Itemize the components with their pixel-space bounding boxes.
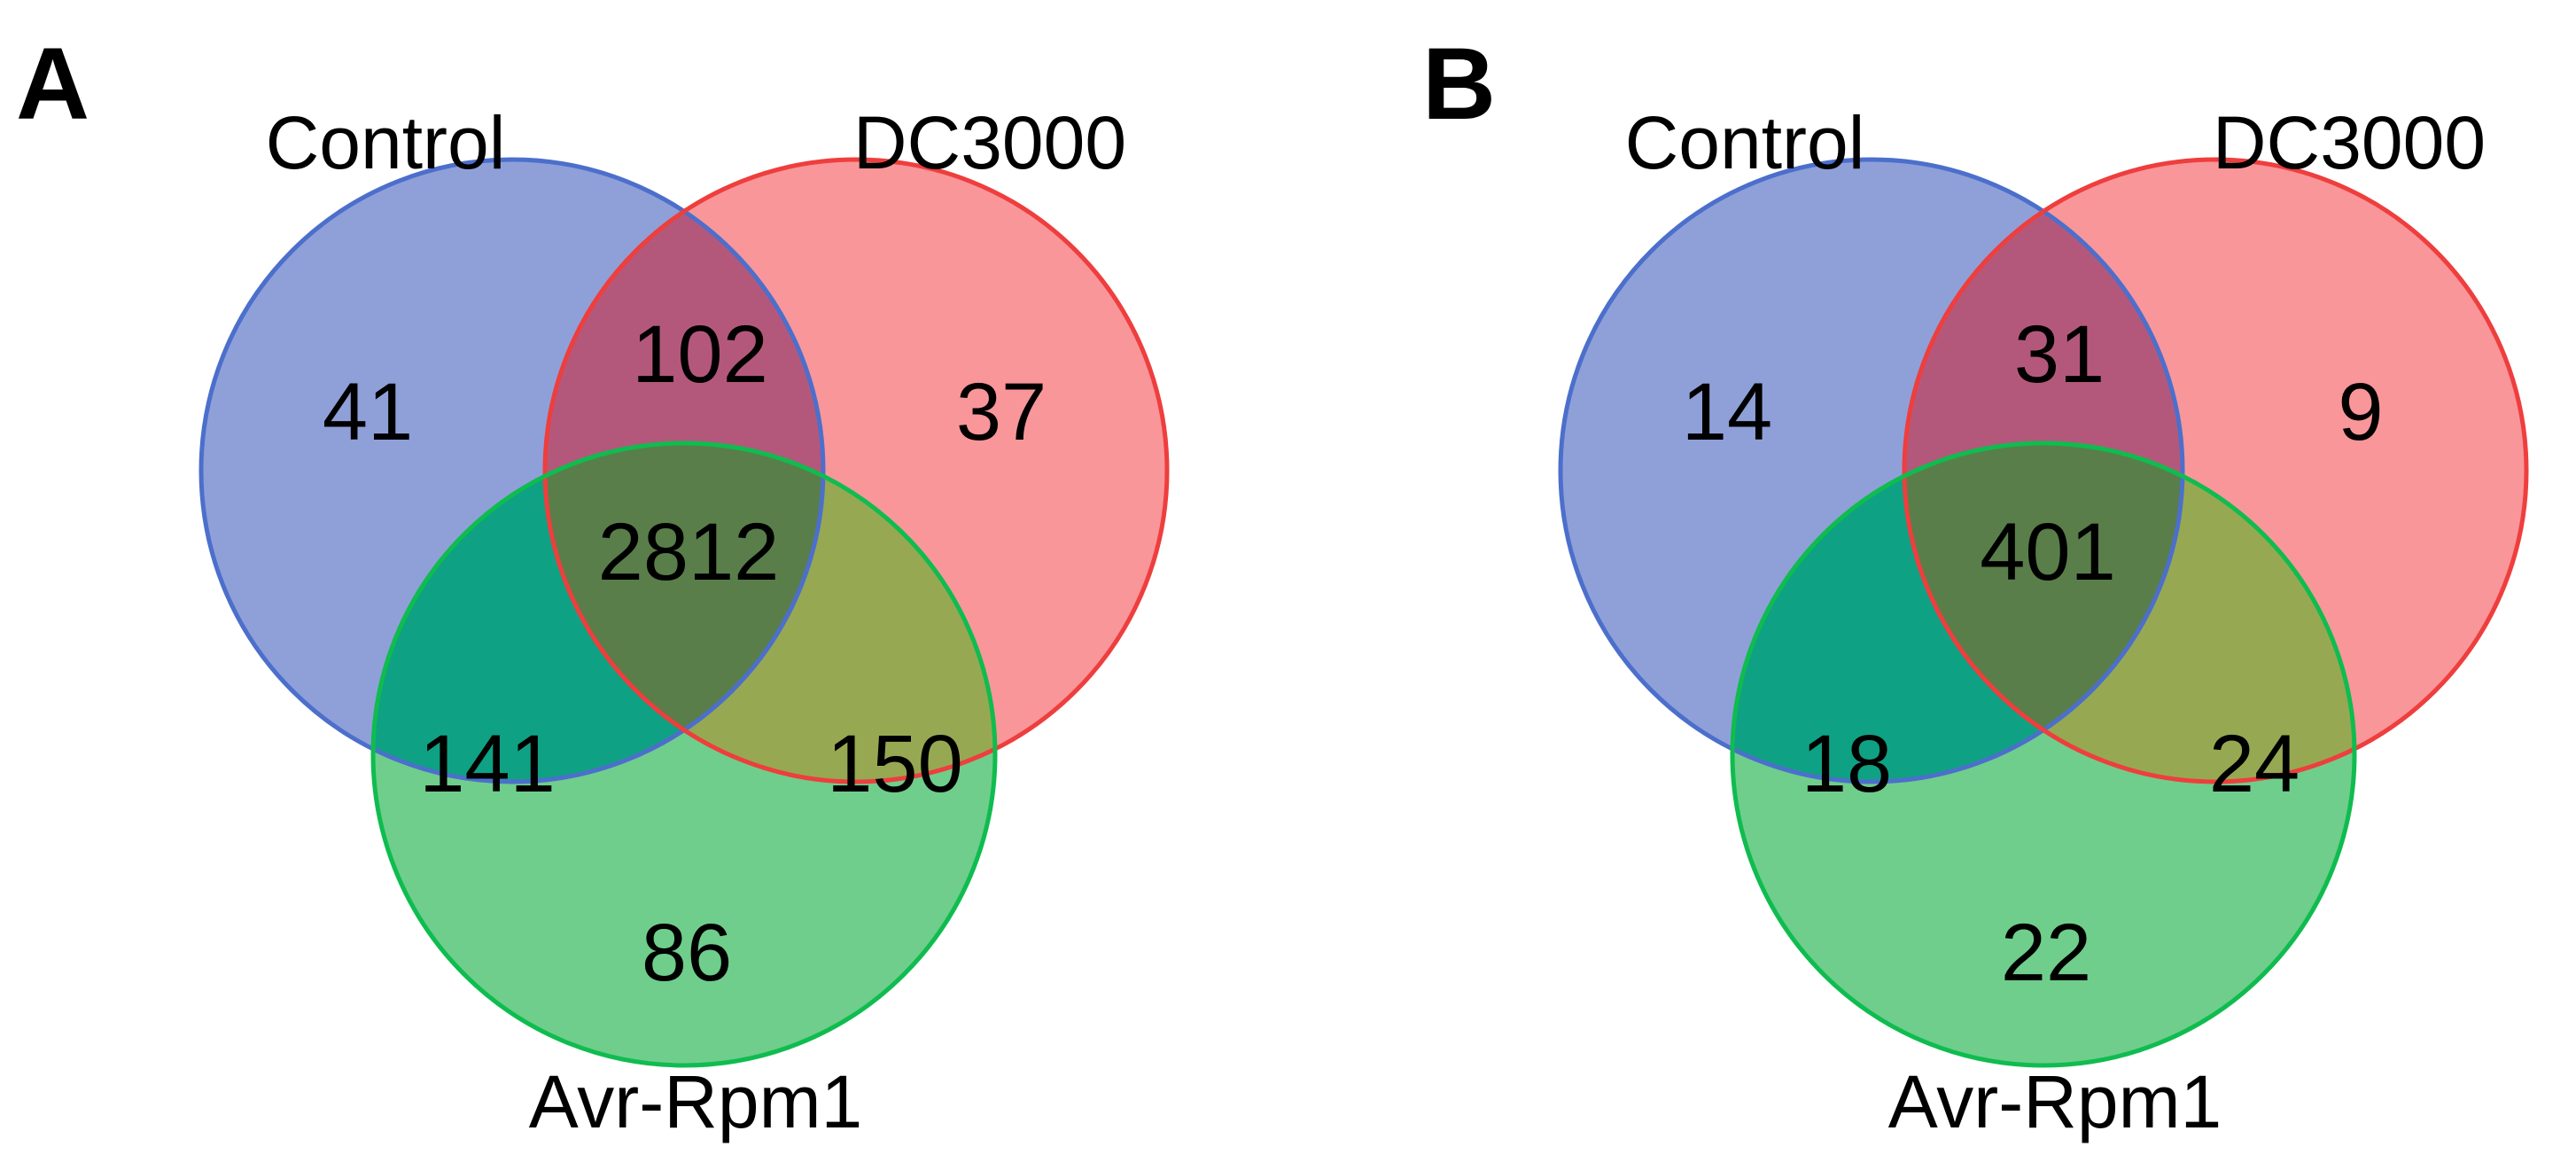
count-dc3000-only: 37 (956, 367, 1047, 457)
panel-b: B (1422, 27, 2529, 1143)
count-avr-rpm1-only: 22 (2001, 908, 2091, 998)
dc3000-circle-outline (1902, 157, 2529, 784)
panel-a-letter: A (16, 27, 89, 141)
panel-a: A (16, 27, 1170, 1143)
dc3000-set-label: DC3000 (2213, 101, 2486, 184)
count-dc3000-only: 9 (2338, 367, 2383, 457)
count-all-three: 401 (1980, 507, 2116, 597)
panel-b-letter: B (1422, 27, 1496, 141)
count-control-and-avr-rpm1: 141 (419, 719, 556, 809)
dc3000-set-label: DC3000 (853, 101, 1126, 184)
dc3000-circle-outline (542, 157, 1170, 784)
count-control-and-dc3000: 31 (2014, 309, 2105, 400)
avr-rpm1-circle-outline (370, 441, 998, 1068)
control-set-label: Control (266, 101, 506, 184)
count-avr-rpm1-only: 86 (642, 908, 732, 998)
count-all-three: 2812 (598, 507, 780, 597)
count-control-and-avr-rpm1: 18 (1802, 719, 1892, 809)
count-control-and-dc3000: 102 (632, 309, 768, 400)
count-control-only: 14 (1682, 367, 1772, 457)
control-set-label: Control (1625, 101, 1865, 184)
count-dc3000-and-avr-rpm1: 150 (827, 719, 963, 809)
avr-rpm1-set-label: Avr-Rpm1 (529, 1060, 863, 1143)
control-circle-outline (198, 157, 826, 784)
control-circle-outline (1558, 157, 2185, 784)
count-control-only: 41 (323, 367, 413, 457)
count-dc3000-and-avr-rpm1: 24 (2209, 719, 2300, 809)
avr-rpm1-set-label: Avr-Rpm1 (1888, 1060, 2222, 1143)
avr-rpm1-circle-outline (1730, 441, 2357, 1068)
panel-b-venn (1558, 157, 2529, 1068)
panel-a-venn (198, 157, 1170, 1068)
